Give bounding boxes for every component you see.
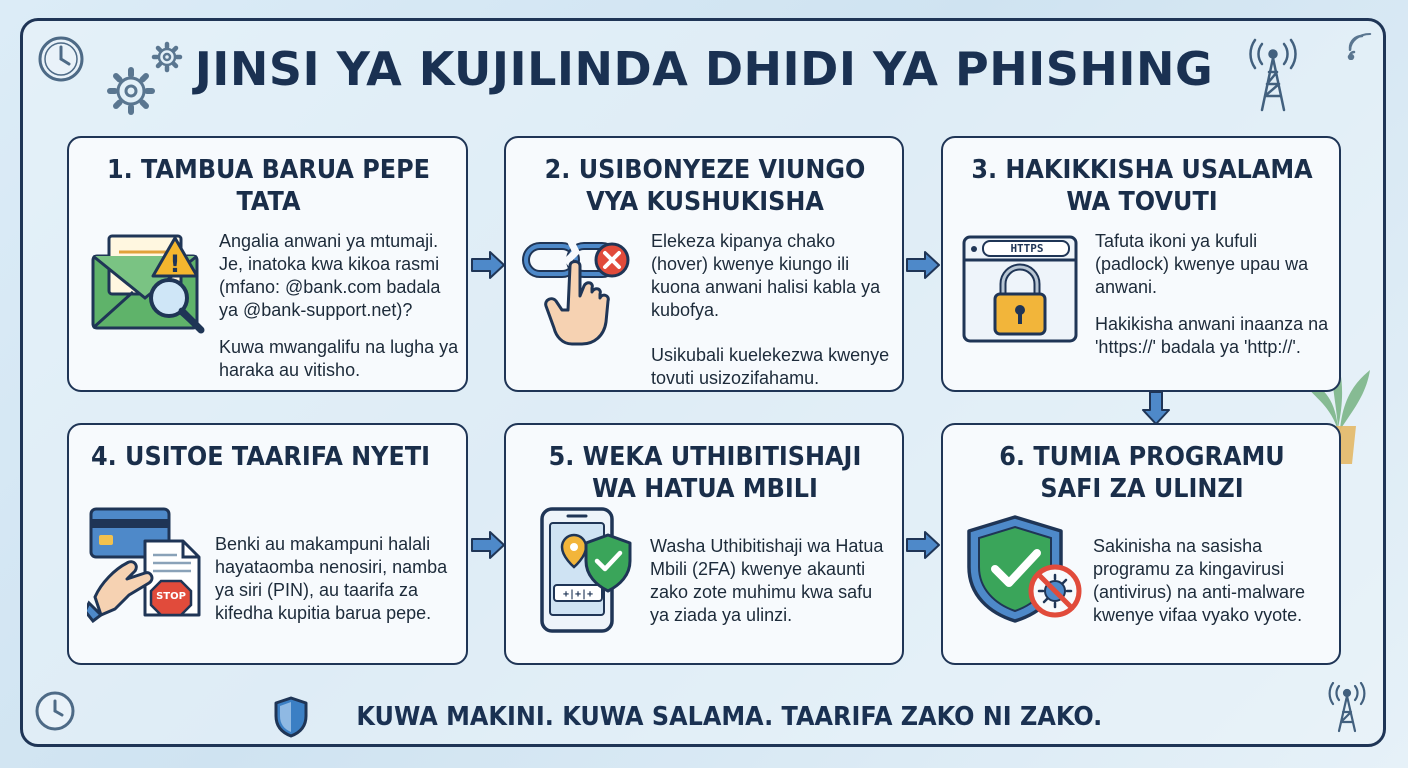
clock-icon-bottom xyxy=(35,691,75,731)
arrow-right-4-to-5 xyxy=(471,531,505,559)
card-1-paragraph-2: Kuwa mwangalifu na lugha ya haraka au vi… xyxy=(219,337,459,380)
card-4-paragraph-1: Benki au makampuni halali hayataomba nen… xyxy=(215,534,448,623)
card-step-6: 6. TUMIA PROGRAMU SAFI ZA ULINZI Sakinis… xyxy=(941,423,1341,665)
svg-text:!: ! xyxy=(170,250,181,278)
card-text-4: Benki au makampuni halali hayataomba nen… xyxy=(215,533,460,625)
card-title-4: 4. USITOE TAARIFA NYETI xyxy=(91,442,431,472)
arrow-right-1-to-2 xyxy=(471,251,505,279)
gear-icon xyxy=(107,67,155,115)
card-2-paragraph-2: Usikubali kuelekezwa kwenye tovuti usizo… xyxy=(651,345,890,388)
card-text-6: Sakinisha na sasisha programu za kingavi… xyxy=(1093,535,1333,627)
arrow-down-3-to-6 xyxy=(1142,391,1170,425)
shield-icon xyxy=(274,696,308,738)
card-title-1: 1. TAMBUA BARUA PEPE TATA xyxy=(106,155,431,217)
card-title-5: 5. WEKA UTHIBITISHAJI WA HATUA MBILI xyxy=(548,442,862,504)
card-step-4: 4. USITOE TAARIFA NYETI STOP Benki au ma… xyxy=(67,423,468,665)
card-step-5: 5. WEKA UTHIBITISHAJI WA HATUA MBILI +|+… xyxy=(504,423,904,665)
arrow-right-2-to-3 xyxy=(906,251,940,279)
card-title-3: 3. HAKIKKISHA USALAMA WA TOVUTI xyxy=(971,155,1313,217)
svg-text:+|+|+: +|+|+ xyxy=(563,589,593,600)
broken-link-hand-icon xyxy=(522,238,630,346)
antenna-tower-small-icon xyxy=(1328,682,1366,733)
card-text-3: Tafuta ikoni ya kufuli (padlock) kwenye … xyxy=(1095,230,1333,359)
footer-slogan: KUWA MAKINI. KUWA SALAMA. TAARIFA ZAKO N… xyxy=(356,702,1103,732)
envelope-warning-magnifier-icon: ! xyxy=(91,234,205,334)
arrow-right-5-to-6 xyxy=(906,531,940,559)
antenna-tower-icon xyxy=(1249,38,1297,112)
card-2-paragraph-1: Elekeza kipanya chako (hover) kwenye kiu… xyxy=(651,231,881,320)
card-text-1: Angalia anwani ya mtumaji. Je, inatoka k… xyxy=(219,230,459,382)
card-5-paragraph-1: Washa Uthibitishaji wa Hatua Mbili (2FA)… xyxy=(650,536,884,625)
shield-no-virus-icon xyxy=(967,515,1082,623)
card-3-paragraph-1: Tafuta ikoni ya kufuli (padlock) kwenye … xyxy=(1095,231,1309,297)
page-title: JINSI YA KUJILINDA DHIDI YA PHISHING xyxy=(194,42,1214,96)
card-1-paragraph-1: Angalia anwani ya mtumaji. Je, inatoka k… xyxy=(219,231,441,320)
card-step-3: 3. HAKIKKISHA USALAMA WA TOVUTI HTTPS Ta… xyxy=(941,136,1341,392)
card-text-5: Washa Uthibitishaji wa Hatua Mbili (2FA)… xyxy=(650,535,896,627)
footer: KUWA MAKINI. KUWA SALAMA. TAARIFA ZAKO N… xyxy=(0,696,1408,738)
phone-shield-icon: +|+|+ xyxy=(540,507,632,633)
card-title-6: 6. TUMIA PROGRAMU SAFI ZA ULINZI xyxy=(999,442,1285,504)
card-step-2: 2. USIBONYEZE VIUNGO VYA KUSHUKISHA Elek… xyxy=(504,136,904,392)
card-3-paragraph-2: Hakikisha anwani inaanza na 'https://' b… xyxy=(1095,314,1329,357)
card-6-paragraph-1: Sakinisha na sasisha programu za kingavi… xyxy=(1093,536,1306,625)
gear-small-icon xyxy=(151,41,183,73)
card-title-2: 2. USIBONYEZE VIUNGO VYA KUSHUKISHA xyxy=(544,155,866,217)
card-step-1: 1. TAMBUA BARUA PEPE TATA ! Angalia anwa… xyxy=(67,136,468,392)
card-text-2: Elekeza kipanya chako (hover) kwenye kiu… xyxy=(651,230,896,390)
wifi-icon xyxy=(1347,32,1372,60)
browser-padlock-icon: HTTPS xyxy=(961,234,1079,344)
credit-card-stop-icon: STOP xyxy=(87,503,207,623)
https-label: HTTPS xyxy=(1010,242,1044,255)
stop-label: STOP xyxy=(156,591,186,602)
clock-icon xyxy=(38,36,84,82)
